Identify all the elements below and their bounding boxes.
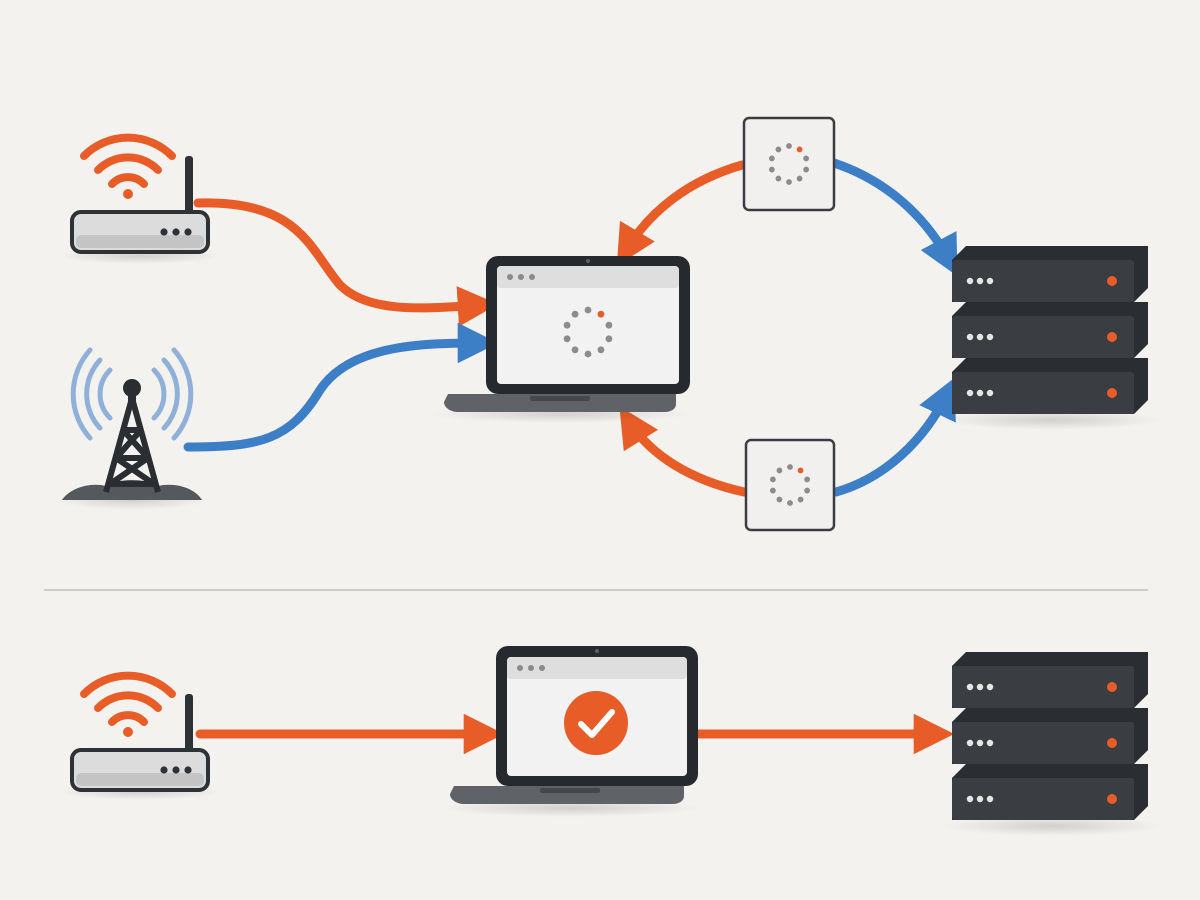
wifi-to-laptop-link [193, 198, 499, 327]
checkmark-icon [564, 691, 628, 755]
server-unit [952, 358, 1148, 414]
cell-tower [54, 347, 210, 510]
relay-to-laptop-link-bottom [619, 406, 749, 497]
top-scenario [54, 116, 1162, 532]
server-stack [942, 246, 1162, 430]
relay-to-server-link-bottom [831, 377, 956, 497]
cell-signal-icon [70, 347, 194, 441]
server-unit [952, 708, 1148, 764]
cell-to-laptop-link [183, 322, 499, 452]
relay-to-server-link-top [829, 158, 958, 277]
server-stack [942, 652, 1162, 836]
wifi-icon [80, 671, 176, 737]
server-unit [952, 246, 1148, 302]
wifi-router [58, 671, 222, 800]
server-unit [952, 302, 1148, 358]
wifi-icon [80, 133, 176, 199]
bottom-scenario [58, 646, 1162, 836]
loading-spinner-icon [768, 143, 810, 185]
laptop [430, 256, 690, 423]
relay-to-laptop-link-top [616, 160, 747, 266]
loading-spinner-icon [563, 306, 613, 358]
relay-box-bottom [744, 438, 836, 532]
server-unit [952, 764, 1148, 820]
server-unit [952, 652, 1148, 708]
loading-spinner-icon [769, 464, 811, 506]
laptop [440, 646, 700, 817]
relay-box-top [742, 116, 836, 212]
wifi-router [58, 133, 222, 264]
